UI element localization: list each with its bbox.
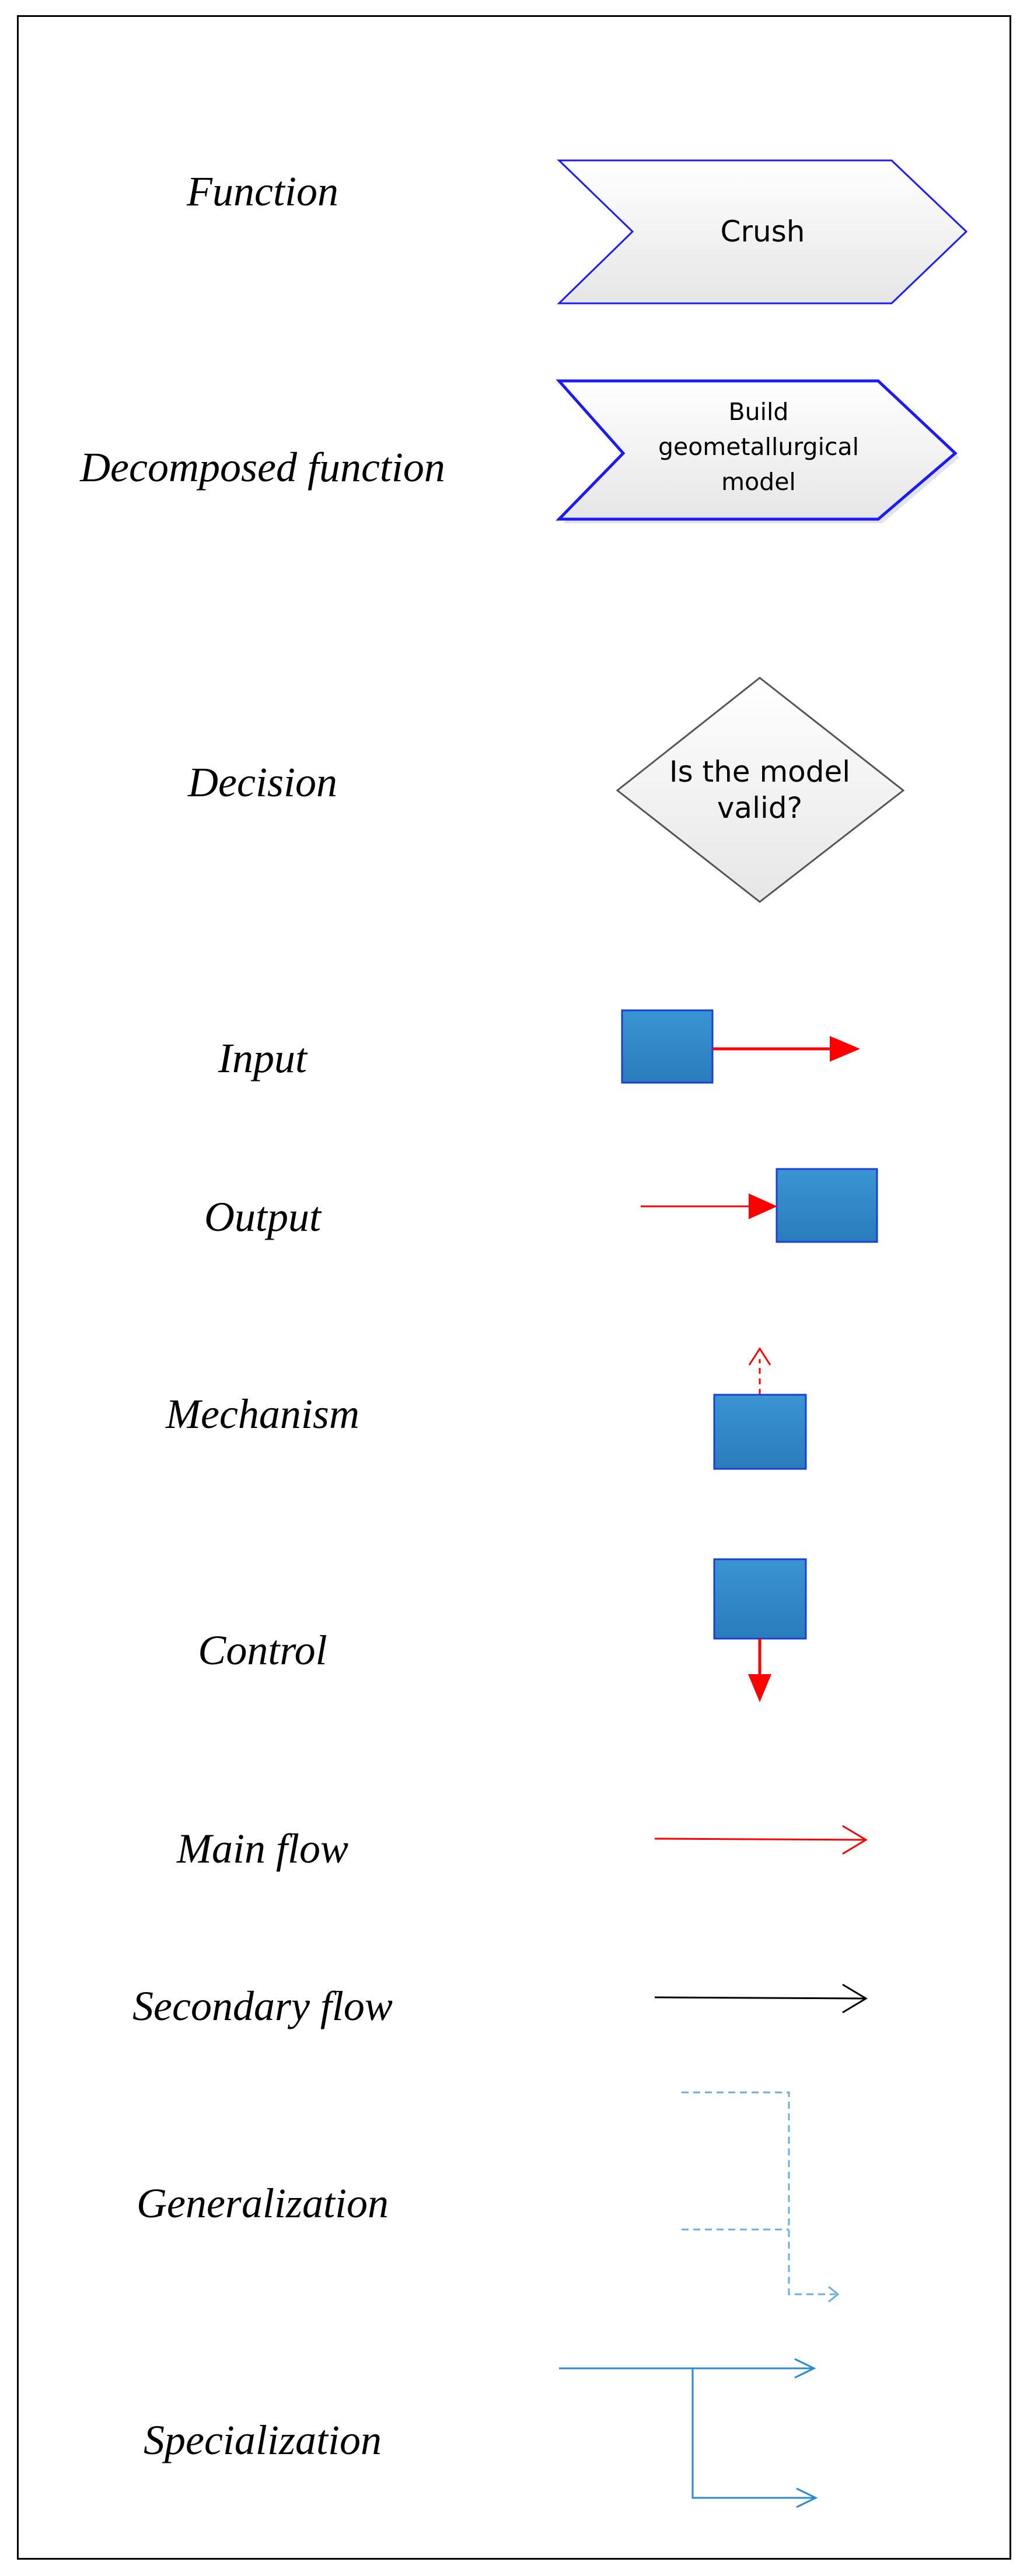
function-chevron: Crush <box>557 159 968 304</box>
decomposed-text-line-1: Build <box>729 398 789 426</box>
decision-text-line-2: valid? <box>717 791 802 825</box>
input-symbol <box>621 1009 860 1084</box>
label-secondary-flow: Secondary flow <box>132 1983 393 2029</box>
label-mechanism: Mechanism <box>166 1391 359 1437</box>
main-flow-arrow <box>654 1825 868 1855</box>
secondary-flow-arrow <box>654 1983 868 2014</box>
mechanism-symbol <box>713 1347 807 1470</box>
label-control: Control <box>198 1627 327 1674</box>
label-output: Output <box>204 1194 321 1240</box>
decomposed-text-line-3: model <box>721 468 796 496</box>
label-function: Function <box>187 168 338 215</box>
label-decision: Decision <box>188 759 337 806</box>
label-main-flow: Main flow <box>176 1825 348 1872</box>
label-specialization: Specialization <box>144 2417 382 2463</box>
label-input: Input <box>218 1035 307 1082</box>
label-generalization: Generalization <box>137 2180 389 2227</box>
label-decomposed-function: Decomposed function <box>80 444 445 491</box>
decision-text-line-1: Is the model <box>669 755 850 789</box>
function-text: Crush <box>721 215 805 249</box>
output-symbol <box>641 1168 878 1243</box>
decomposed-function-chevron: Build geometallurgical model <box>556 379 959 523</box>
specialization-connector <box>559 2358 818 2508</box>
decomposed-text-line-2: geometallurgical <box>658 433 859 461</box>
generalization-connector <box>682 2091 840 2303</box>
decision-diamond: Is the model valid? <box>616 677 905 903</box>
control-symbol <box>713 1558 807 1702</box>
